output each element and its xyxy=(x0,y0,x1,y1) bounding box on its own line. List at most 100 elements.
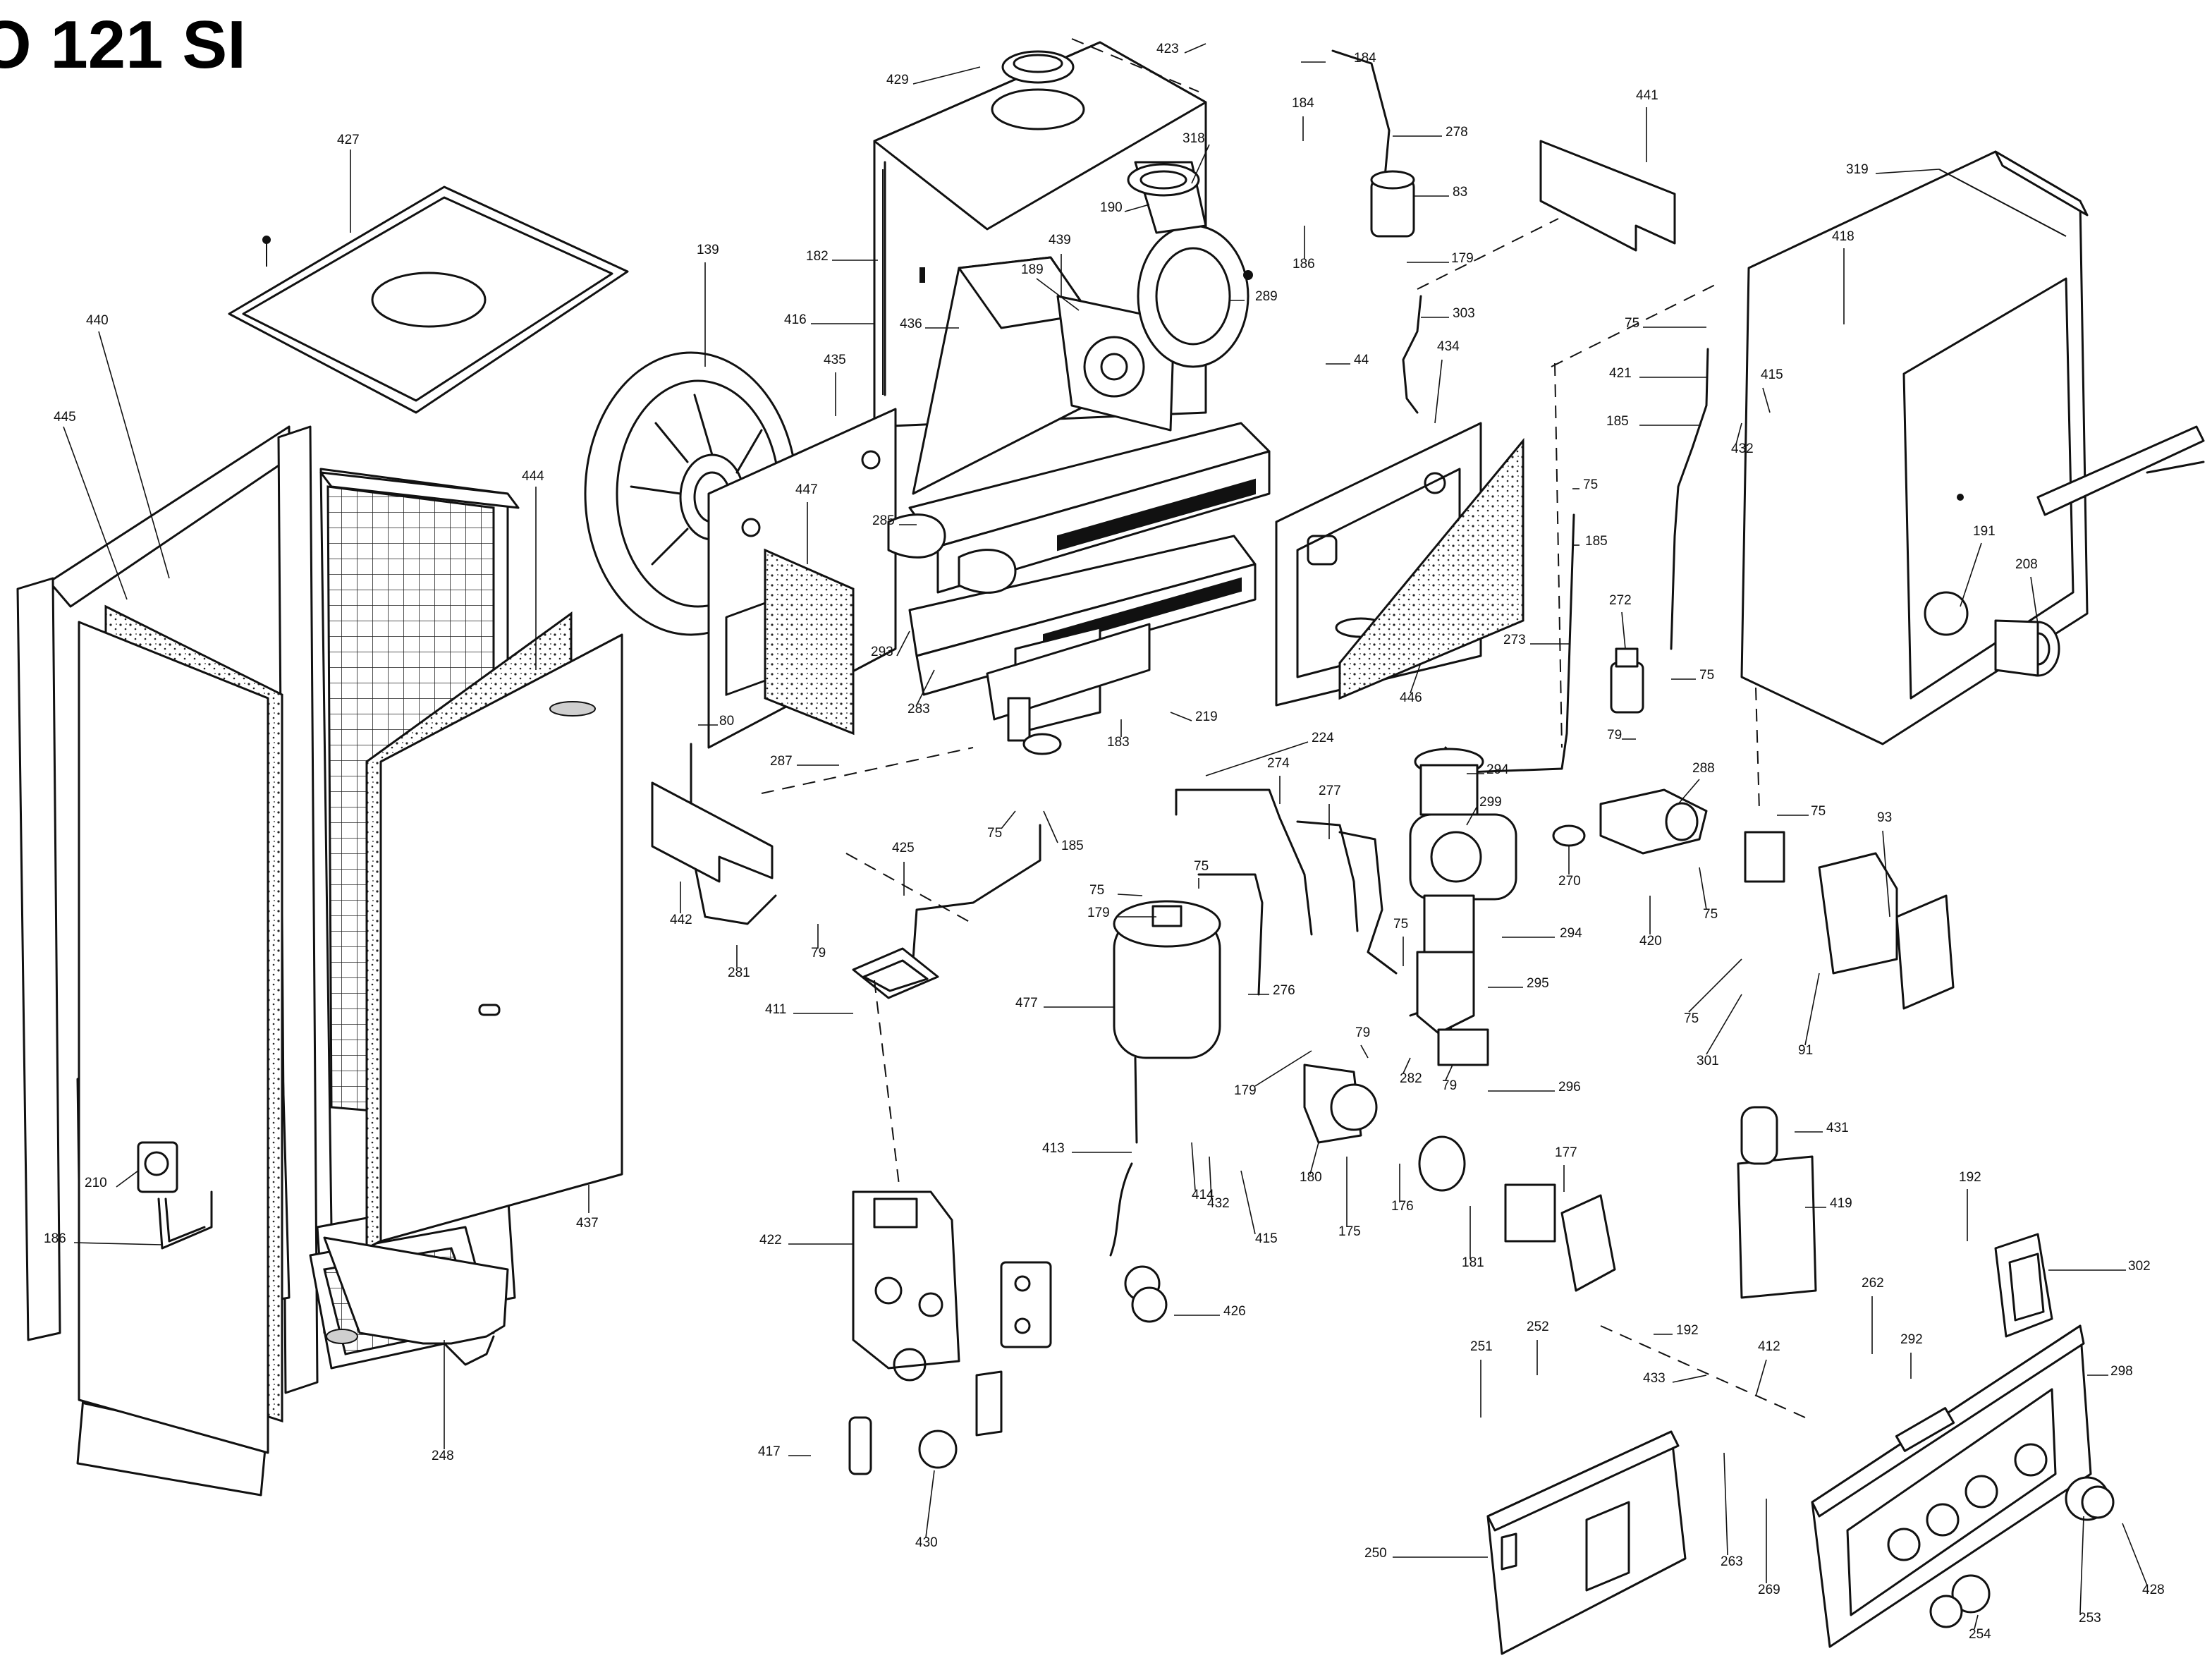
callout-79b: 79 xyxy=(811,924,826,961)
callout-number: 79 xyxy=(811,946,826,961)
callout-number: 437 xyxy=(576,1216,599,1231)
air-vent-272 xyxy=(1610,647,1644,714)
callout-number: 270 xyxy=(1558,874,1581,889)
callout-number: 318 xyxy=(1183,131,1205,146)
callout-477: 477 xyxy=(1015,996,1114,1011)
heat-exchanger-insulation-445 xyxy=(78,604,283,1454)
callout-number: 282 xyxy=(1400,1071,1422,1086)
leader-line xyxy=(1621,611,1626,650)
assembly-lines xyxy=(761,38,1806,1418)
callout-295: 295 xyxy=(1488,976,1549,991)
leader-line xyxy=(1403,1057,1411,1074)
callout-192a: 192 xyxy=(1959,1170,1981,1241)
callout-250: 250 xyxy=(1364,1546,1488,1561)
callout-number: 184 xyxy=(1354,51,1376,66)
leader-line xyxy=(1974,1614,1979,1630)
leader-line xyxy=(1410,662,1422,694)
callout-number: 303 xyxy=(1453,306,1475,321)
callout-299: 299 xyxy=(1466,795,1502,826)
callout-83: 83 xyxy=(1414,185,1467,200)
callout-210: 210 xyxy=(85,1170,139,1190)
callout-number: 185 xyxy=(1061,839,1084,853)
manifold-288 xyxy=(1552,788,1708,855)
callout-number: 75 xyxy=(1811,804,1826,819)
callout-272: 272 xyxy=(1609,593,1632,650)
callout-number: 181 xyxy=(1462,1255,1484,1270)
insulation-447 xyxy=(764,548,855,736)
callout-number: 139 xyxy=(697,243,719,257)
callout-number: 190 xyxy=(1100,200,1123,215)
callout-number: 299 xyxy=(1479,795,1502,810)
valve-93 xyxy=(1744,831,1955,1010)
callout-number: 415 xyxy=(1761,367,1783,382)
callout-number: 477 xyxy=(1015,996,1038,1011)
fan-289 xyxy=(1127,161,1253,368)
leader-line xyxy=(1360,1044,1369,1059)
control-module-419 xyxy=(1737,1106,1817,1299)
leader-line xyxy=(1706,994,1742,1055)
leader-line xyxy=(1678,779,1700,805)
leader-line xyxy=(1117,894,1143,896)
leader-line xyxy=(1804,973,1820,1046)
bracket-442 xyxy=(651,781,774,883)
callout-number: 288 xyxy=(1692,761,1715,776)
callout-428: 428 xyxy=(2122,1523,2165,1597)
callout-79d: 79 xyxy=(1442,1064,1457,1093)
callout-number: 180 xyxy=(1300,1170,1322,1185)
callout-75d: 75 xyxy=(1777,804,1826,819)
callout-number: 254 xyxy=(1969,1627,1991,1642)
callout-412: 412 xyxy=(1755,1339,1780,1397)
leader-line xyxy=(1205,741,1309,776)
leader-line xyxy=(1191,1142,1196,1191)
callout-number: 422 xyxy=(759,1233,782,1248)
callout-432b: 432 xyxy=(1207,1156,1230,1211)
callout-277: 277 xyxy=(1319,784,1341,839)
callout-427: 427 xyxy=(337,133,360,233)
leader-line xyxy=(2079,1516,2084,1614)
callout-75a: 75 xyxy=(1625,316,1706,331)
callout-number: 83 xyxy=(1453,185,1467,200)
callout-288: 288 xyxy=(1678,761,1715,805)
callout-445: 445 xyxy=(54,410,128,600)
diverter-body-295 xyxy=(1416,951,1489,1066)
callout-number: 248 xyxy=(432,1449,454,1463)
leader-line xyxy=(1672,1375,1707,1383)
leader-line xyxy=(896,630,910,657)
callout-179a: 179 xyxy=(1407,251,1474,266)
side-panel-434 xyxy=(1275,422,1524,707)
callout-303: 303 xyxy=(1421,306,1475,321)
callout-75b: 75 xyxy=(1572,477,1598,492)
callout-429: 429 xyxy=(886,66,981,87)
callout-number: 447 xyxy=(795,482,818,497)
callout-number: 420 xyxy=(1639,934,1662,949)
callout-437: 437 xyxy=(576,1185,599,1231)
leader-line xyxy=(1309,1142,1319,1175)
diverter-valve-175 xyxy=(1303,1063,1616,1292)
callout-number: 186 xyxy=(1293,257,1315,272)
callout-184b: 184 xyxy=(1292,96,1314,141)
side-panel-444 xyxy=(365,611,623,1250)
callout-181: 181 xyxy=(1462,1206,1484,1270)
callout-number: 189 xyxy=(1021,262,1044,277)
callout-number: 429 xyxy=(886,73,909,87)
callout-296: 296 xyxy=(1488,1080,1581,1095)
leader-line xyxy=(1036,278,1080,311)
callout-190: 190 xyxy=(1100,200,1150,215)
callout-430: 430 xyxy=(915,1470,938,1550)
callout-75h: 75 xyxy=(1699,867,1718,922)
callout-278a: 278 xyxy=(1393,125,1468,140)
callout-number: 262 xyxy=(1862,1276,1884,1291)
leader-line xyxy=(1445,1064,1453,1081)
callout-208: 208 xyxy=(2015,557,2039,625)
leader-line xyxy=(912,66,981,85)
callout-number: 423 xyxy=(1156,42,1179,56)
callout-182: 182 xyxy=(806,249,878,264)
callout-number: 425 xyxy=(892,841,915,855)
callout-434: 434 xyxy=(1434,339,1460,424)
fitting-208 xyxy=(1994,619,2060,677)
callout-191: 191 xyxy=(1960,524,1996,607)
callout-number: 93 xyxy=(1877,810,1892,825)
callout-180: 180 xyxy=(1300,1142,1322,1185)
leader-line xyxy=(925,1470,935,1538)
callout-number: 433 xyxy=(1643,1371,1666,1386)
